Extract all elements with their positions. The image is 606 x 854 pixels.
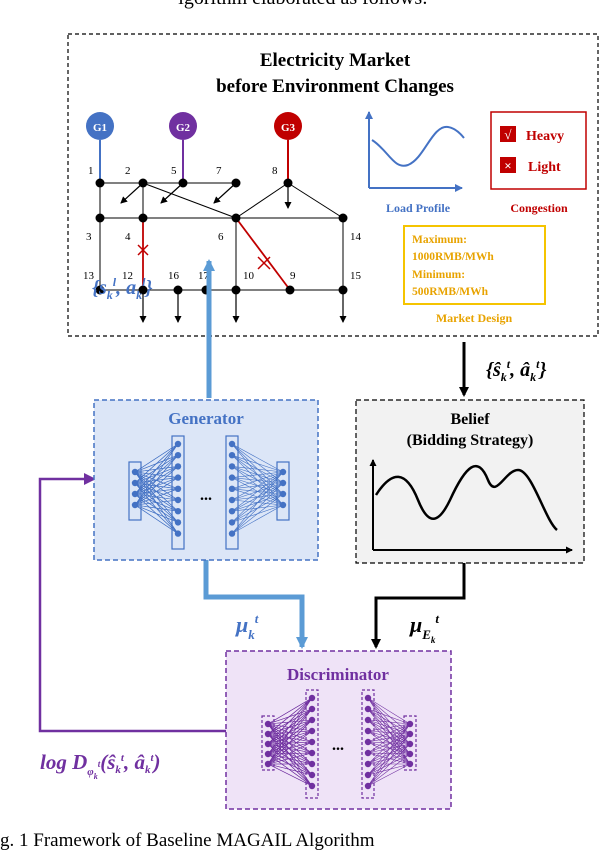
light-symbol-box — [500, 157, 516, 173]
load-profile-label: Load Profile — [386, 201, 451, 215]
congested-line-6-9 — [235, 217, 291, 291]
bidding-strategy-chart — [369, 459, 573, 554]
check-icon: √ — [504, 127, 512, 142]
mu-ek-label: μEkt — [409, 611, 439, 645]
belief-to-discriminator-arrow — [371, 563, 466, 649]
bus-label-2: 2 — [125, 165, 131, 177]
discriminator-title: Discriminator — [287, 665, 389, 684]
generator-box — [93, 399, 319, 561]
bus-label-6: 6 — [218, 231, 224, 243]
design-line-4: 500RMB/MWh — [412, 286, 489, 298]
light-marks — [137, 244, 271, 270]
market-design-title: Market Design — [436, 311, 513, 325]
market-box — [67, 33, 599, 337]
bus-label-7: 7 — [216, 165, 222, 177]
belief-title-line2: (Bidding Strategy) — [407, 432, 534, 449]
diagonal-load-arrows — [120, 182, 292, 209]
market-design-box — [403, 225, 546, 305]
congestion-title: Congestion — [510, 201, 568, 215]
design-line-1: Maximum: — [412, 234, 467, 246]
load-profile-chart — [365, 111, 465, 192]
bus-label-17: 17 — [198, 270, 210, 282]
design-line-3: Minimum: — [412, 269, 465, 281]
bus-labels: 1 2 5 7 8 3 4 6 14 13 12 16 17 10 9 15 — [83, 165, 362, 282]
figure-caption: g. 1 Framework of Baseline MAGAIL Algori… — [0, 830, 375, 851]
light-label: Light — [528, 160, 561, 175]
g2-label: G2 — [176, 122, 191, 134]
discriminator-feedback-arrow — [38, 473, 226, 733]
belief-box — [355, 399, 585, 564]
generator-g2: G2 — [169, 112, 197, 183]
bus-label-16: 16 — [168, 270, 180, 282]
generator-g1: G1 — [86, 112, 114, 183]
generator-ellipsis: ... — [200, 487, 212, 504]
log-discriminator-label: log Dφkt(ŝkt, âkt) — [40, 750, 161, 781]
congestion-legend-box — [490, 111, 587, 190]
generator-g3: G3 — [274, 112, 302, 183]
market-design-lines: Maximum: 1000RMB/MWh Minimum: 500RMB/MWh — [412, 234, 494, 298]
generator-to-discriminator-arrow — [203, 560, 308, 649]
bus-label-4: 4 — [125, 231, 131, 243]
market-title-line1: Electricity Market — [260, 50, 411, 71]
market-title-line2: before Environment Changes — [216, 76, 454, 97]
bus-label-3: 3 — [86, 231, 92, 243]
down-load-arrows — [139, 290, 347, 323]
mu-k-label: μkt — [235, 611, 259, 642]
bus-label-8: 8 — [272, 165, 278, 177]
discriminator-ellipsis: ... — [332, 737, 344, 754]
discriminator-box — [225, 650, 452, 810]
generator-network — [128, 435, 290, 550]
g1-label: G1 — [93, 122, 107, 134]
left-set-label: {skl, akl} — [92, 275, 152, 302]
bus-label-9: 9 — [290, 270, 296, 282]
heavy-label: Heavy — [526, 129, 564, 144]
bus-label-12: 12 — [122, 270, 133, 282]
discriminator-network — [261, 689, 417, 799]
bus-label-13: 13 — [83, 270, 95, 282]
right-set-label: {ŝkt, âkt} — [486, 357, 546, 384]
top-caption-fragment: lgorithm elaborated as follows: — [178, 0, 427, 9]
generator-title: Generator — [168, 409, 244, 428]
g3-label: G3 — [281, 122, 296, 134]
bus-label-5: 5 — [171, 165, 177, 177]
heavy-symbol-box — [500, 126, 516, 142]
bus-label-10: 10 — [243, 270, 255, 282]
bus-label-1: 1 — [88, 165, 94, 177]
bus-nodes — [95, 178, 348, 295]
bus-label-15: 15 — [350, 270, 362, 282]
design-line-2: 1000RMB/MWh — [412, 251, 494, 263]
belief-title-line1: Belief — [450, 411, 490, 428]
bus-label-14: 14 — [350, 231, 362, 243]
cross-icon: × — [504, 158, 511, 173]
